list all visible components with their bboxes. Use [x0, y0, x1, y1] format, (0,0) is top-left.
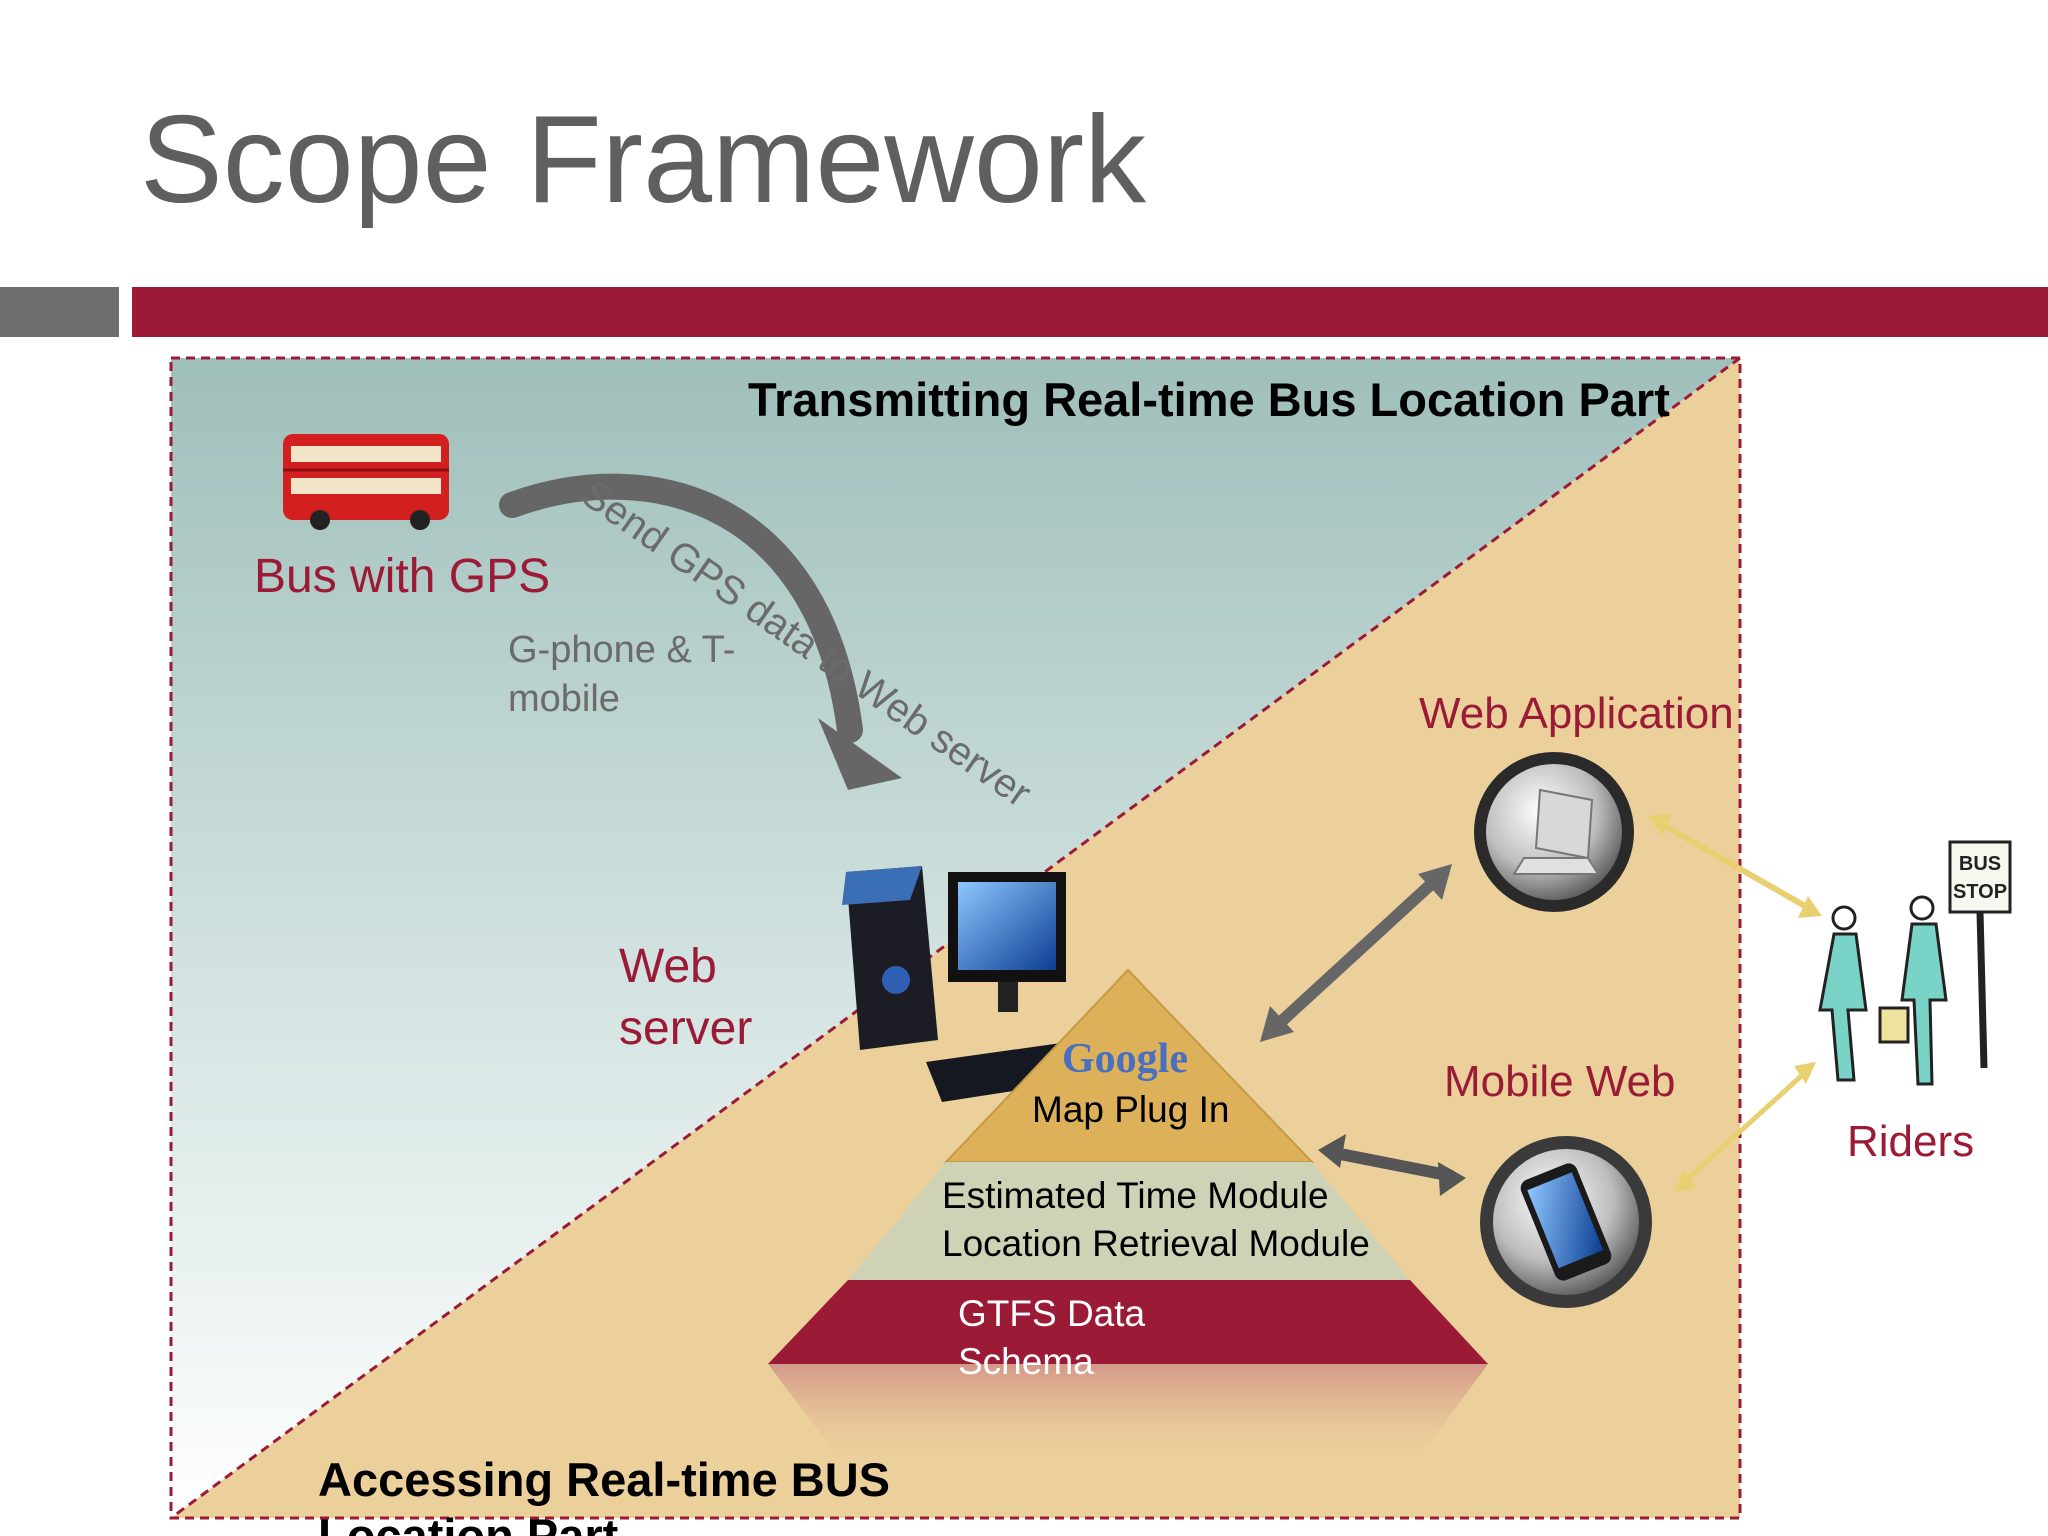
mobile-web-label: Mobile Web: [1444, 1057, 1676, 1106]
phone-label: G-phone & T-mobile: [508, 629, 736, 721]
riders-label: Riders: [1847, 1117, 1975, 1166]
web-server-label: Web server: [619, 940, 753, 1056]
location-retrieval-module-label: Location Retrieval Module: [942, 1223, 1370, 1265]
pyramid: [768, 968, 1488, 1470]
curved-arrow-icon: [499, 473, 902, 790]
diagram-border: [169, 356, 1742, 1520]
bus-icon: [283, 434, 449, 530]
web-server-computer-icon: [842, 866, 1084, 1102]
web-application-label: Web Application: [1419, 689, 1734, 738]
accessing-part-label: Accessing Real-time BUS Location Part: [318, 1453, 891, 1536]
google-logo: Google: [1062, 1036, 1188, 1082]
pyramid-middle: [848, 1162, 1410, 1280]
pyramid-reflection: [768, 1364, 1488, 1470]
laptop-icon[interactable]: [1474, 752, 1634, 912]
title-bar-gray: [0, 287, 119, 337]
modules-label: Estimated Time Module Location Retrieval…: [942, 1172, 1370, 1268]
bus-label: Bus with GPS: [254, 550, 551, 603]
title-bar-red: [132, 287, 2048, 337]
gtfs-schema-label: GTFS Data Schema: [958, 1293, 1146, 1383]
pyramid-bottom: [768, 1280, 1488, 1364]
transmitting-part-label: Transmitting Real-time Bus Location Part: [748, 373, 1670, 426]
svg-text:BUS: BUS: [1959, 853, 2001, 875]
svg-text:STOP: STOP: [1953, 881, 2007, 903]
estimated-time-module-label: Estimated Time Module: [942, 1175, 1329, 1216]
smartphone-icon[interactable]: [1480, 1136, 1652, 1308]
double-arrow-icon: [1260, 814, 1822, 1196]
slide-title: Scope Framework: [140, 91, 1147, 229]
riders-bus-stop-icon: BUS STOP: [1818, 840, 2012, 1086]
map-plug-in-label: Map Plug In: [1032, 1089, 1230, 1130]
